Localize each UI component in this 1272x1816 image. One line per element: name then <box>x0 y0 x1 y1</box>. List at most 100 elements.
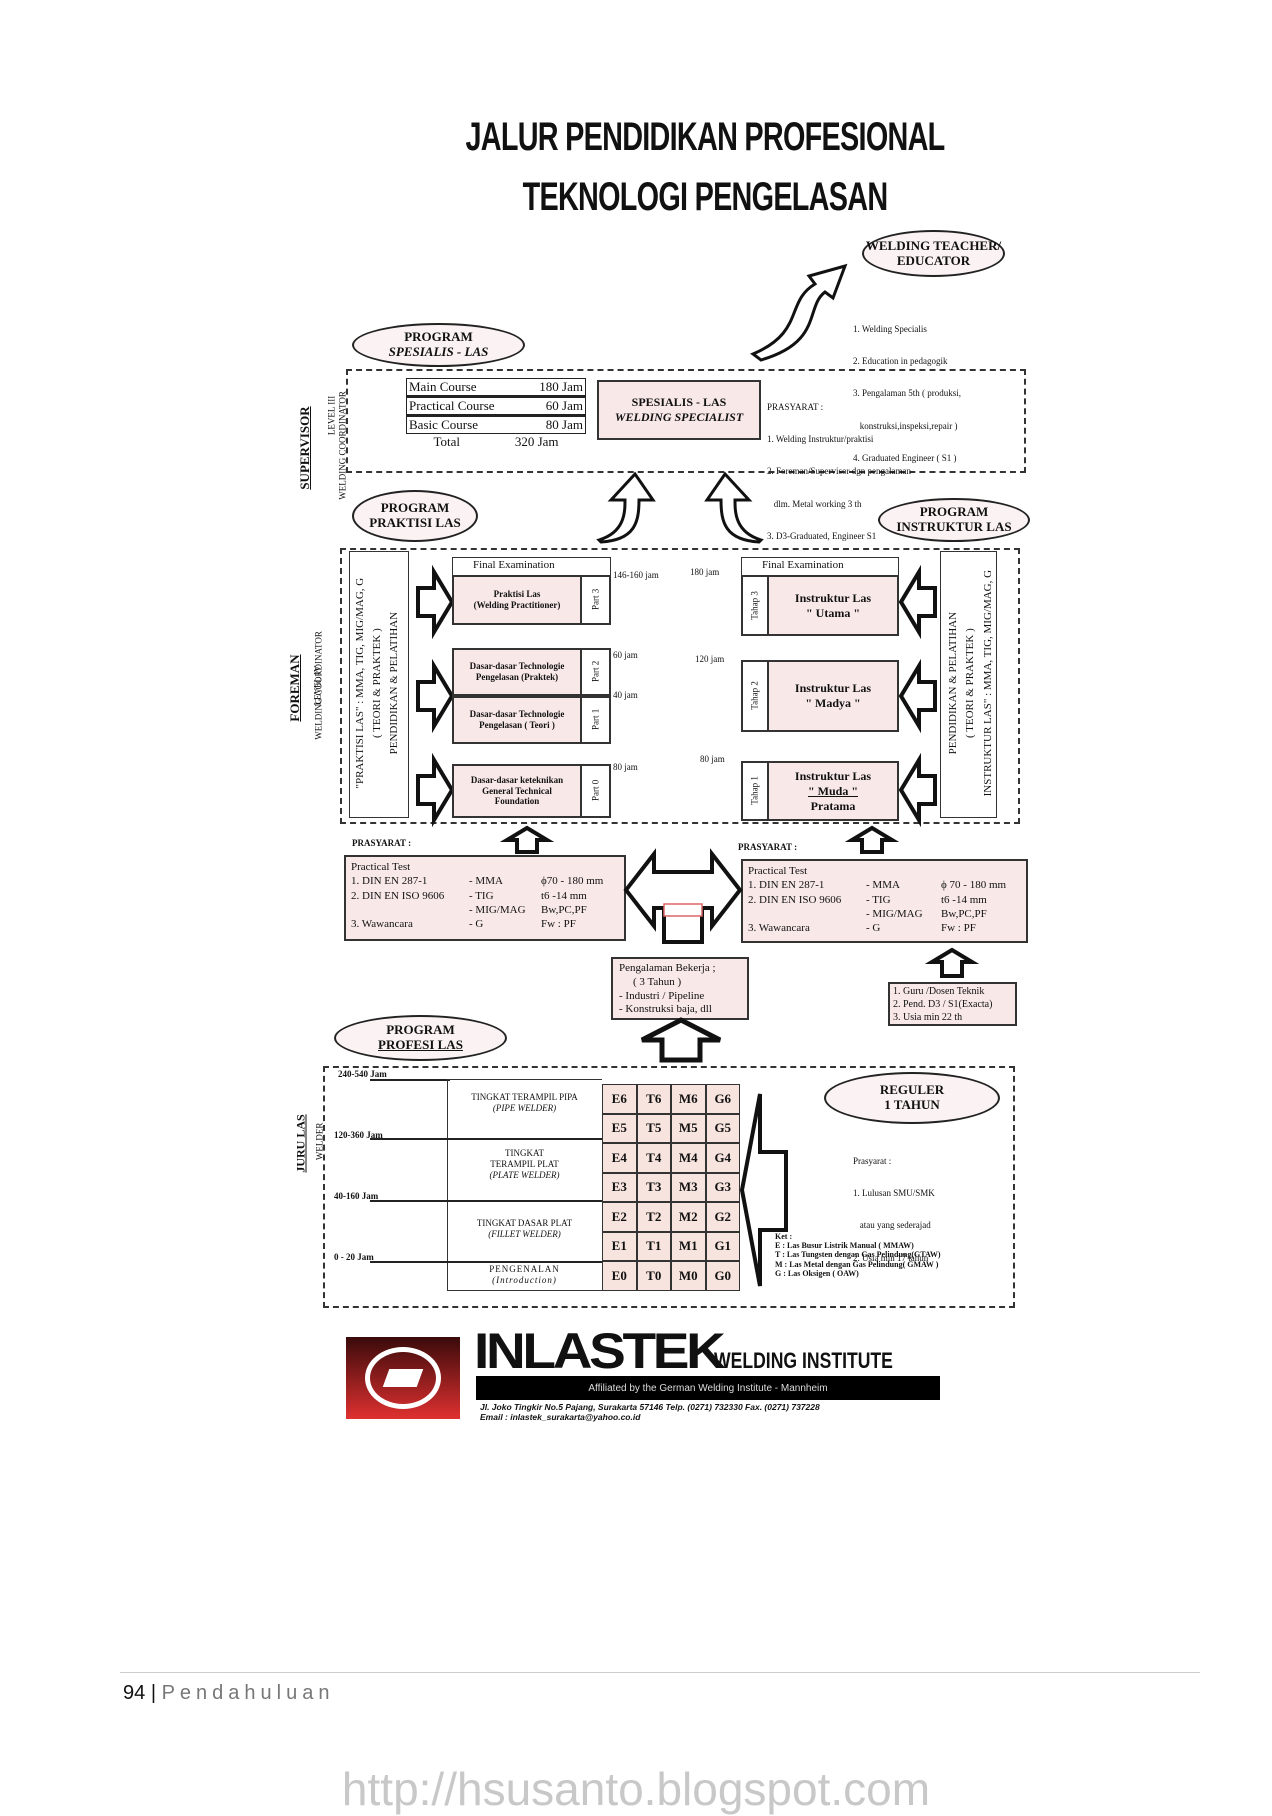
label: Instruktur Las <box>794 681 872 695</box>
grade-cell: E3 <box>602 1172 637 1202</box>
l: TINGKAT DASAR PLAT <box>476 1218 573 1228</box>
grade-cell: E1 <box>602 1231 637 1261</box>
inlastek-logo-icon <box>346 1337 460 1419</box>
label: Praktisi Las <box>493 589 541 600</box>
label: SPESIALIS - LAS <box>388 344 489 359</box>
grade-cell: M1 <box>671 1231 706 1261</box>
req: 4. Graduated Engineer ( S1 ) <box>853 453 957 464</box>
divider <box>370 1138 450 1140</box>
l: T : Las Tungsten dengan Gas Pelindung(GT… <box>775 1250 941 1260</box>
label: Instruktur Las <box>794 768 872 783</box>
tahap-label: Tahap 3 <box>749 591 760 620</box>
heading: Practical Test <box>351 861 411 873</box>
curved-arrow-up-icon <box>596 471 656 544</box>
label: 1 TAHUN <box>884 1097 940 1112</box>
grade-cell: T2 <box>636 1202 671 1232</box>
arrow-left-icon <box>898 658 937 734</box>
label: PROGRAM <box>386 1022 455 1038</box>
req: 2. Education in pedagogik <box>853 355 948 366</box>
total-label: Total <box>433 434 460 449</box>
part-cell <box>580 575 611 625</box>
label: PROGRAM <box>380 500 450 516</box>
final-exam-label: Final Examination <box>452 557 611 575</box>
req: 3. D3-Graduated, Engineer S1 <box>767 531 877 542</box>
logo-name: INLASTEK <box>474 1323 726 1379</box>
program-instruktur-ellipse: PROGRAM INSTRUKTUR LAS <box>878 498 1030 542</box>
l: TINGKAT TERAMPIL PIPA <box>471 1092 578 1102</box>
arrow-right-icon <box>416 564 455 640</box>
grade-cell: T0 <box>636 1261 671 1291</box>
label: PRAKTISI LAS <box>369 515 461 530</box>
c: ϕ70 - 180 mm <box>541 875 604 888</box>
praktisi-label: ( TEORI & PRAKTEK ) <box>370 628 383 739</box>
teacher-label: WELDING TEACHER/ <box>865 237 1002 253</box>
foreman-sub-label: LEVEL IV <box>312 665 323 706</box>
c: 1. DIN EN 287-1 <box>748 879 825 892</box>
c: Fw : PF <box>941 922 976 935</box>
curved-arrow-icon <box>750 263 848 362</box>
label: " Utama " <box>806 605 860 620</box>
divider <box>447 1138 602 1140</box>
grade-cell: T3 <box>636 1172 671 1202</box>
l: TINGKAT <box>505 1148 544 1158</box>
line: - Industri / Pipeline <box>619 989 705 1002</box>
teacher-requirements: 1. Welding Specialis 2. Education in ped… <box>853 302 961 475</box>
grade-cell: G6 <box>705 1084 740 1114</box>
grade-cell: M6 <box>671 1084 706 1114</box>
hours-label: 80 jam <box>613 762 638 772</box>
tahap-label: Tahap 1 <box>749 776 760 805</box>
level-pipe: TINGKAT TERAMPIL PIPA(PIPE WELDER) <box>447 1092 602 1114</box>
hours-label: 0 - 20 Jam <box>334 1252 374 1262</box>
label: Dasar-dasar Technologie <box>469 661 565 672</box>
c: 2. DIN EN ISO 9606 <box>748 893 842 906</box>
logo-circle <box>365 1347 441 1409</box>
hours-label: 146-160 jam <box>613 570 659 580</box>
page-number: 94 <box>123 1682 146 1704</box>
spesialis-section <box>346 369 1026 473</box>
double-arrow-icon <box>623 848 743 944</box>
hours-label: 240-540 Jam <box>338 1069 387 1079</box>
label: " Madya " <box>805 696 861 710</box>
grade-cell: G2 <box>705 1202 740 1232</box>
req: 2. Foreman/Supervisor dgn pengalaman <box>767 466 911 477</box>
c: - G <box>469 918 484 931</box>
welding-teacher-ellipse: WELDING TEACHER/ EDUCATOR <box>862 230 1005 277</box>
req: konstruksi,inspeksi,repair ) <box>853 420 958 431</box>
label: Dasar-dasar Technologie <box>469 709 565 720</box>
pengalaman-box: Pengalaman Bekerja ; ( 3 Tahun ) - Indus… <box>611 957 749 1020</box>
supervisor-level-label: SUPERVISOR <box>297 406 312 490</box>
grade-cell: M4 <box>671 1143 706 1173</box>
course-name: Basic Course <box>409 417 478 432</box>
level-intro: PENGENALAN(Introduction) <box>447 1264 602 1286</box>
prasyarat-right-title: PRASYARAT : <box>738 842 798 852</box>
grade-cell: G1 <box>705 1231 740 1261</box>
spesialis-las-box: SPESIALIS - LAS WELDING SPECIALIST <box>597 380 761 440</box>
l: PENGENALAN <box>489 1264 560 1274</box>
l: (PIPE WELDER) <box>492 1102 557 1113</box>
label: INSTRUKTUR LAS <box>896 519 1012 534</box>
line: - Konstruksi baja, dll <box>619 1003 712 1016</box>
guru-box: 1. Guru /Dosen Teknik 2. Pend. D3 / S1(E… <box>888 982 1017 1026</box>
arrow-up-icon <box>499 825 555 854</box>
course-hours: 80 Jam <box>545 417 583 432</box>
legend-ket: Ket : E : Las Busur Listrik Manual ( MMA… <box>775 1232 941 1278</box>
label: PROGRAM <box>919 504 989 520</box>
hours-label: 60 jam <box>613 650 638 660</box>
req: 1. Welding Instruktur/praktisi <box>767 433 874 444</box>
supervisor-sub-label: WELDING COORDINATOR <box>337 391 348 500</box>
l: 2. Usia min 17 tahun <box>853 1252 929 1263</box>
watermark-url: http://hsusanto.blogspot.com <box>341 1763 931 1815</box>
logo-suffix: WELDING INSTITUTE <box>714 1348 894 1373</box>
instruktur-label: INSTRUKTUR LAS" : MMA, TIG, MIG/MAG, G <box>981 569 994 797</box>
arrow-up-icon <box>640 1017 722 1063</box>
prasyarat-left-title: PRASYARAT : <box>352 838 412 848</box>
label: SPESIALIS - LAS <box>631 395 727 409</box>
foreman-section <box>340 548 1020 824</box>
grade-cell: G4 <box>705 1143 740 1173</box>
line: 3. Usia min 22 th <box>893 1012 963 1023</box>
email: Email : inlastek_surakarta@yahoo.co.id <box>480 1412 641 1423</box>
level-column <box>447 1079 602 1291</box>
